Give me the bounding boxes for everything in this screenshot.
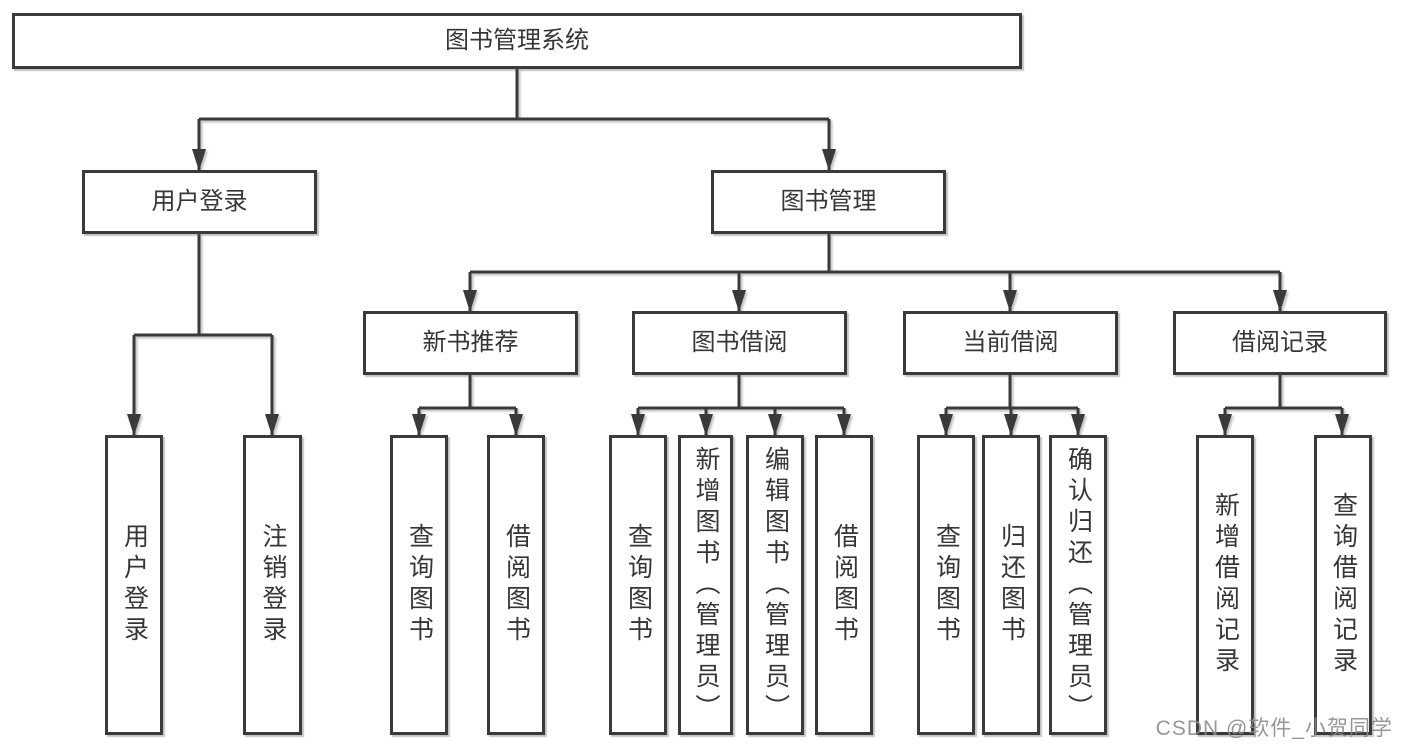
node-library-management-system: 图书管理系统: [12, 13, 1022, 69]
node-book-management: 图书管理: [711, 170, 946, 234]
node-label: 查询图书: [624, 523, 653, 647]
node-label: 查询图书: [932, 523, 961, 647]
node-label: 图书管理系统: [445, 27, 589, 54]
node-label: 归还图书: [997, 523, 1026, 647]
connector-skeleton: [134, 69, 1342, 410]
leaf-cb-confirm-return-admin: 确认归还（管理员）: [1049, 435, 1107, 735]
node-user-login: 用户登录: [82, 170, 317, 234]
leaf-bb-edit-books-admin: 编辑图书（管理员）: [746, 435, 804, 735]
leaf-cb-return-books: 归还图书: [982, 435, 1040, 735]
node-label: 查询借阅记录: [1329, 492, 1358, 678]
leaf-rec-query-books: 查询图书: [390, 435, 448, 735]
node-label: 确认归还（管理员）: [1064, 445, 1093, 725]
node-label: 新增图书（管理员）: [692, 445, 720, 725]
leaf-bb-borrow-books: 借阅图书: [815, 435, 873, 735]
node-label: 借阅图书: [830, 523, 859, 647]
leaf-br-query-record: 查询借阅记录: [1314, 435, 1372, 735]
watermark: CSDN @软件_小贺同学: [1155, 717, 1393, 740]
leaf-cb-query-books: 查询图书: [917, 435, 975, 735]
node-label: 借阅图书: [502, 523, 531, 647]
leaf-br-add-record: 新增借阅记录: [1196, 435, 1254, 735]
node-label: 新增借阅记录: [1211, 492, 1240, 678]
node-label: 借阅记录: [1232, 329, 1328, 356]
node-label: 图书管理: [780, 188, 877, 215]
node-new-book-recommendation: 新书推荐: [363, 311, 578, 375]
node-label: 当前借阅: [962, 329, 1059, 356]
node-label: 图书借阅: [691, 329, 788, 356]
leaf-rec-borrow-books: 借阅图书: [487, 435, 545, 735]
node-current-borrowing: 当前借阅: [903, 311, 1118, 375]
leaf-logout-login: 注销登录: [243, 435, 302, 735]
leaf-bb-query-books: 查询图书: [609, 435, 667, 735]
node-label: 编辑图书（管理员）: [761, 445, 790, 725]
node-label: 新书推荐: [422, 329, 519, 356]
node-label: 用户登录: [120, 523, 149, 647]
node-borrowing-records: 借阅记录: [1173, 311, 1387, 375]
leaf-bb-add-books-admin: 新增图书（管理员）: [678, 435, 733, 735]
node-book-borrowing: 图书借阅: [632, 311, 847, 375]
leaf-user-login: 用户登录: [105, 435, 163, 735]
node-label: 查询图书: [405, 523, 434, 647]
node-label: 用户登录: [151, 188, 248, 215]
node-label: 注销登录: [259, 523, 287, 647]
